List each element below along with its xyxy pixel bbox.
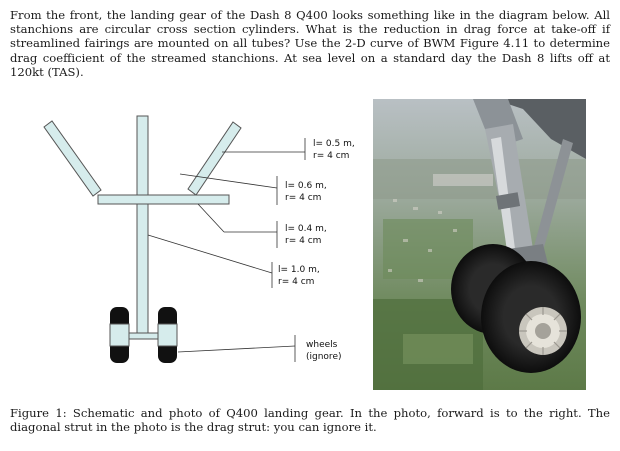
problem-statement: From the front, the landing gear of the … <box>10 8 610 79</box>
label-crossbar-length: l= 0.6 m, <box>285 181 327 191</box>
label-crossbar-radius: r= 4 cm <box>285 193 321 203</box>
label-upper-strut: l= 0.5 m, r= 4 cm <box>313 139 355 161</box>
main-stanchion <box>136 115 149 338</box>
label-upper-strut-radius: r= 4 cm <box>313 151 349 161</box>
label-wheels-note: (ignore) <box>306 352 342 362</box>
label-lower-strut-length: l= 0.4 m, <box>285 224 327 234</box>
right-wheel <box>157 307 178 363</box>
label-crossbar: l= 0.6 m, r= 4 cm <box>285 181 327 203</box>
leader-line-3a <box>197 203 225 233</box>
label-lower-strut: l= 0.4 m, r= 4 cm <box>285 224 327 246</box>
label-main-stanchion: l= 1.0 m, r= 4 cm <box>278 265 320 287</box>
label-wheels: wheels (ignore) <box>306 340 342 362</box>
left-wheel <box>109 307 130 363</box>
leader-line-2 <box>179 173 278 189</box>
right-diagonal-strut <box>187 121 242 196</box>
figure-caption: Figure 1: Schematic and photo of Q400 la… <box>10 406 610 435</box>
leader-line-5 <box>177 345 296 353</box>
label-wheels-name: wheels <box>306 340 338 350</box>
crossbar <box>97 194 230 205</box>
axle <box>123 332 163 340</box>
label-main-stanchion-length: l= 1.0 m, <box>278 265 320 275</box>
landing-gear-photo <box>373 99 586 390</box>
label-lower-strut-radius: r= 4 cm <box>285 236 321 246</box>
left-diagonal-strut <box>43 120 102 197</box>
landing-gear-schematic: l= 0.5 m, r= 4 cm l= 0.6 m, r= 4 cm l= 0… <box>43 115 355 363</box>
label-main-stanchion-radius: r= 4 cm <box>278 277 314 287</box>
label-upper-strut-length: l= 0.5 m, <box>313 139 355 149</box>
leader-line-4 <box>147 234 273 274</box>
